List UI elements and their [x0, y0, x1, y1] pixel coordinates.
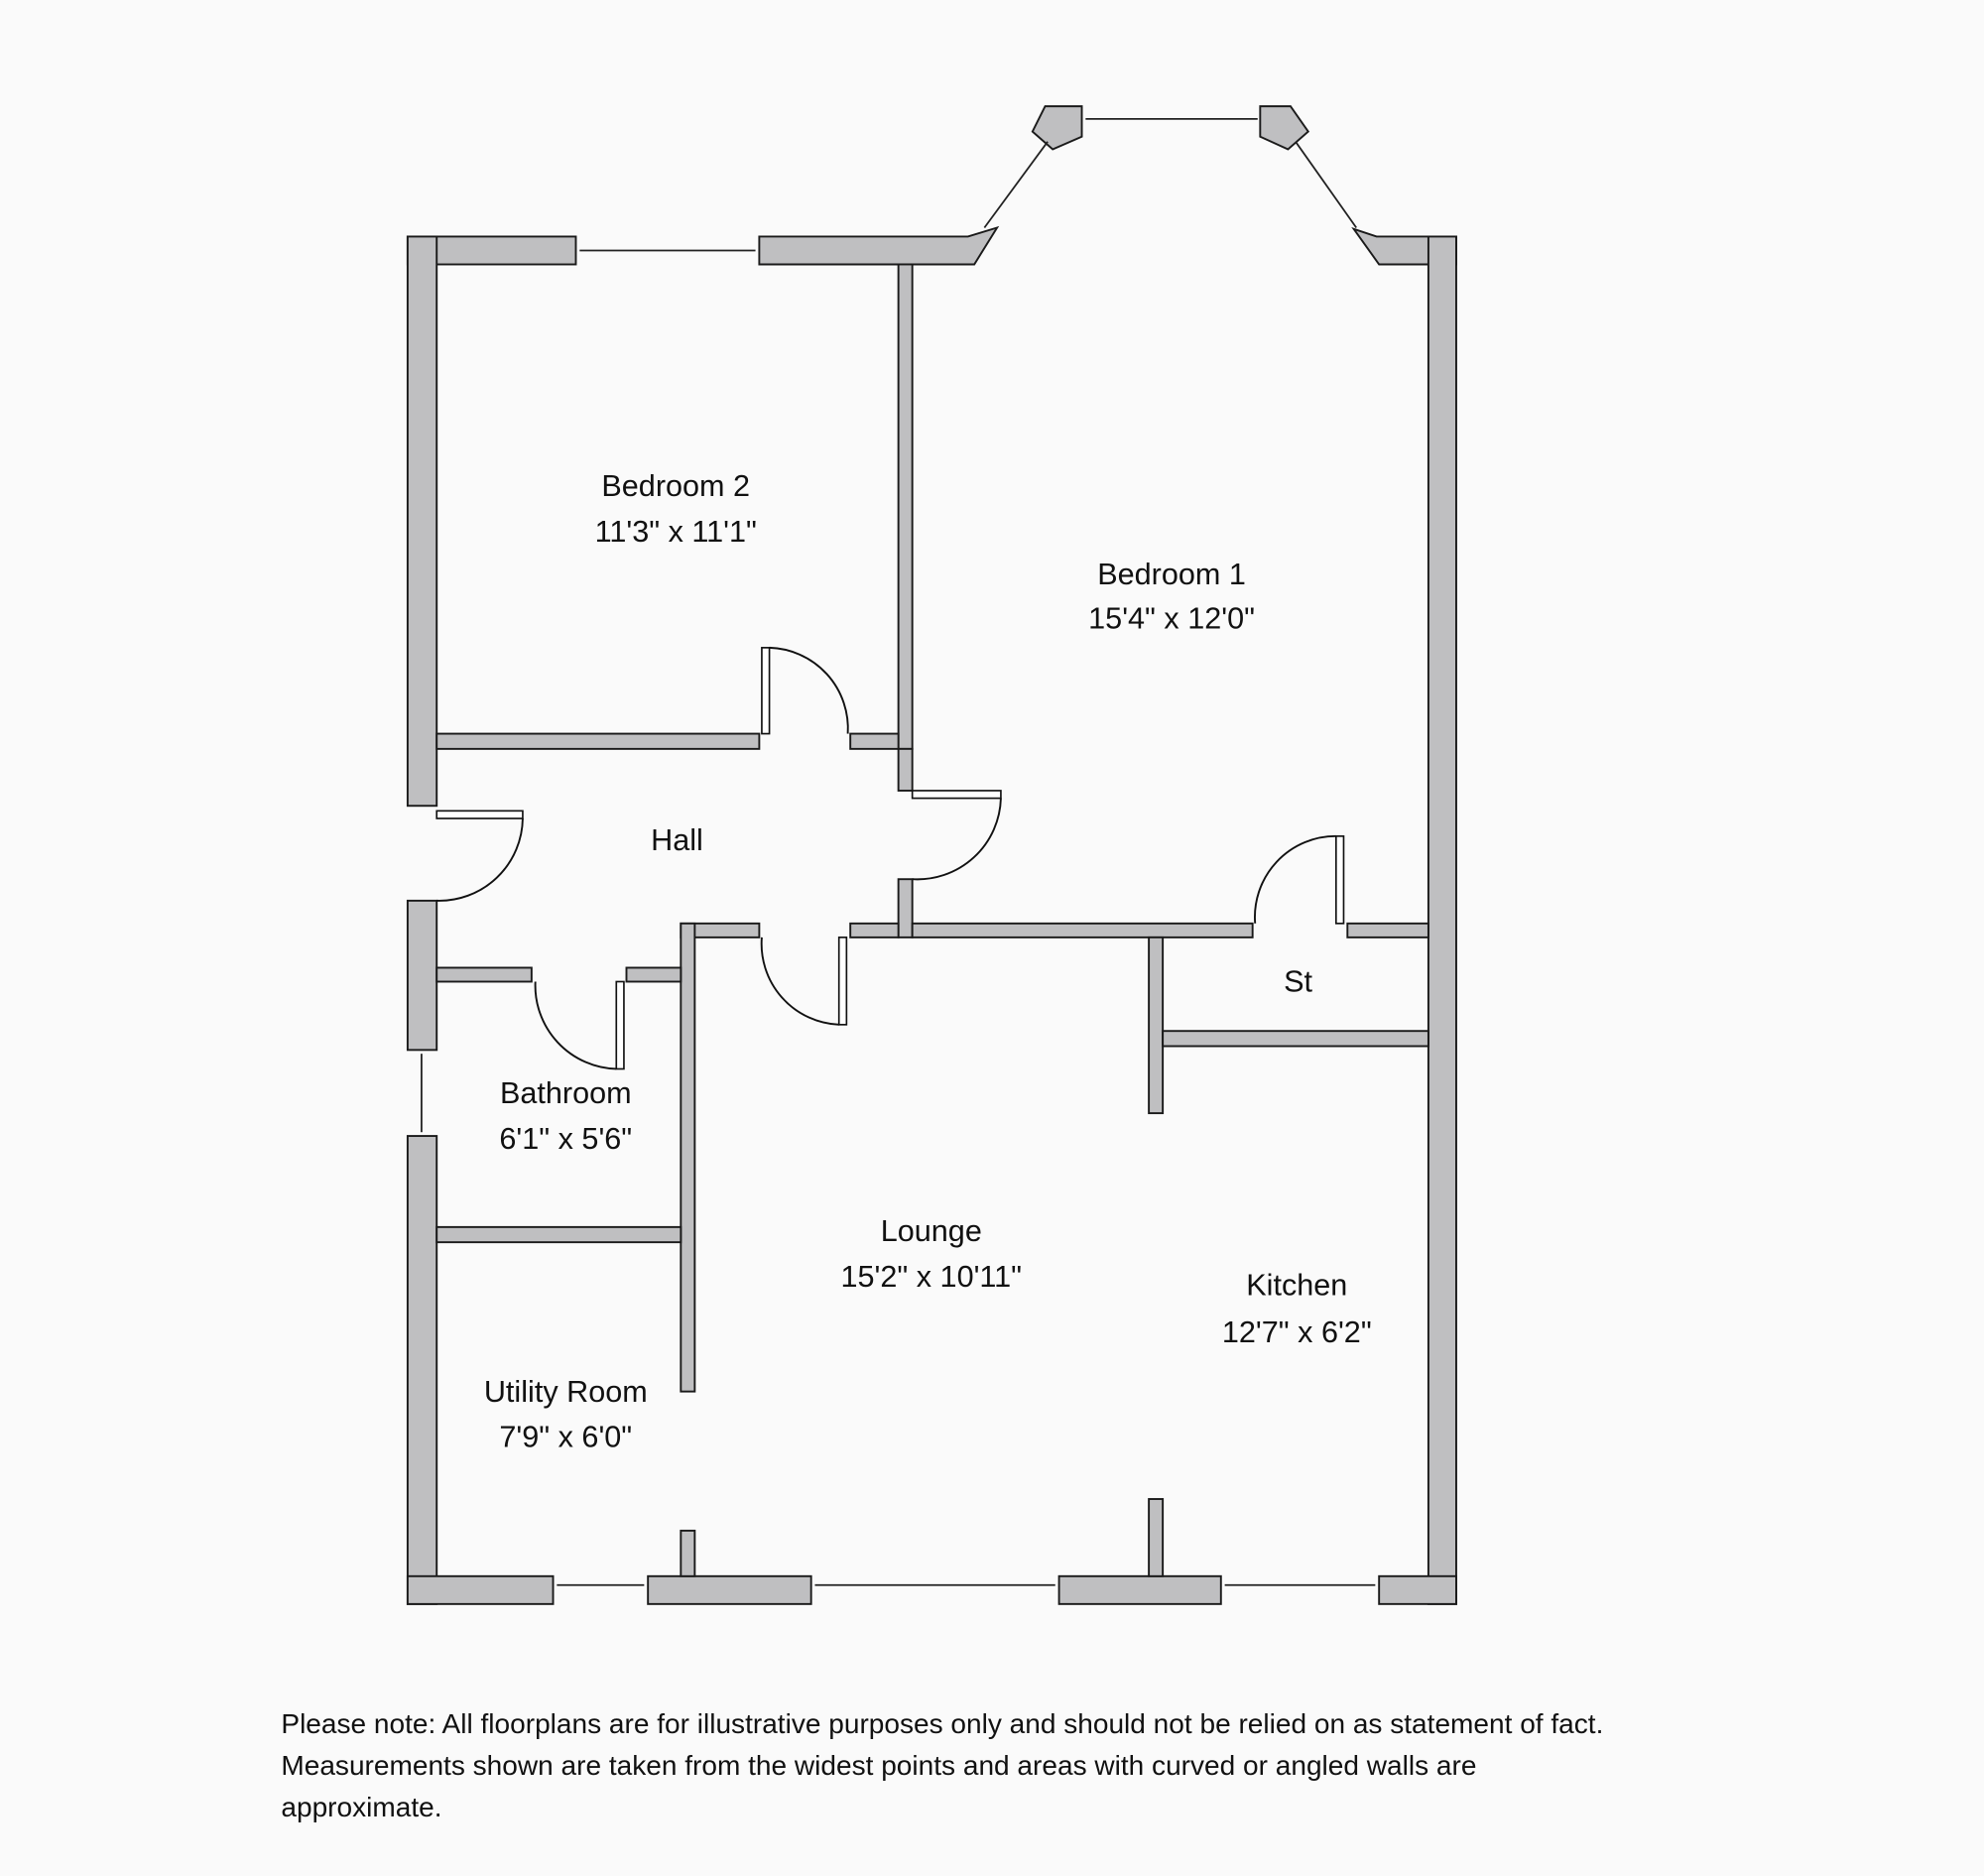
door-leaf: [615, 980, 625, 1070]
disclaimer-line: Measurements shown are taken from the wi…: [281, 1750, 1476, 1781]
wall: [406, 235, 438, 808]
disclaimer-line: approximate.: [281, 1792, 441, 1822]
wall: [406, 1574, 555, 1605]
wall: [758, 225, 1000, 266]
wall: [911, 922, 1254, 938]
door-swing: [769, 646, 849, 734]
disclaimer-line: Please note: All floorplans are for illu…: [281, 1708, 1603, 1739]
windows: [421, 117, 1376, 1586]
wall: [1148, 1498, 1165, 1577]
wall: [1426, 235, 1457, 1605]
room-name: Bedroom 2: [601, 469, 750, 503]
wall: [647, 1574, 812, 1605]
wall: [406, 899, 438, 1052]
wall: [1259, 105, 1310, 151]
room-name: Bedroom 1: [1097, 558, 1246, 591]
wall: [1148, 936, 1165, 1115]
door-swing: [1254, 834, 1336, 924]
wall: [1346, 922, 1429, 938]
wall: [625, 966, 682, 983]
wall: [849, 732, 900, 750]
room-size: 15'2" x 10'11": [841, 1260, 1023, 1294]
wall: [897, 747, 914, 792]
door-swing: [436, 817, 524, 902]
door-swing: [760, 937, 839, 1026]
wall: [406, 1135, 438, 1605]
door-leaf: [1335, 835, 1345, 925]
wall: [1378, 1574, 1457, 1605]
wall: [435, 966, 533, 983]
room-size: 15'4" x 12'0": [1088, 602, 1255, 636]
room-name: St: [1284, 965, 1312, 999]
room-name: Kitchen: [1246, 1269, 1347, 1303]
door-swing: [534, 981, 617, 1070]
wall: [849, 922, 900, 938]
wall: [680, 922, 696, 1393]
wall: [897, 878, 914, 938]
wall: [1031, 105, 1083, 151]
wall: [435, 1225, 682, 1244]
room-size: 7'9" x 6'0": [499, 1421, 632, 1454]
wall: [1162, 1030, 1429, 1048]
wall: [435, 732, 761, 750]
door-leaf: [837, 937, 848, 1026]
doors: [435, 646, 1345, 1070]
wall: [1057, 1574, 1222, 1605]
wall: [680, 1529, 696, 1577]
disclaimer: Please note: All floorplans are for illu…: [281, 1708, 1603, 1822]
window: [1295, 141, 1357, 229]
walls: [406, 105, 1457, 1605]
wall: [897, 263, 914, 750]
room-name: Bathroom: [500, 1076, 632, 1110]
room-name: Utility Room: [484, 1375, 648, 1409]
window: [983, 141, 1049, 229]
door-leaf: [761, 647, 771, 735]
room-labels: Bedroom 2 11'3" x 11'1" Bedroom 1 15'4" …: [484, 469, 1372, 1454]
door-leaf: [435, 810, 524, 819]
room-name: Hall: [651, 823, 703, 857]
door-leaf: [911, 790, 1002, 800]
room-name: Lounge: [881, 1214, 982, 1248]
room-size: 11'3" x 11'1": [595, 515, 757, 549]
room-size: 6'1" x 5'6": [499, 1122, 632, 1156]
room-size: 12'7" x 6'2": [1222, 1315, 1372, 1349]
door-swing: [912, 798, 1002, 881]
